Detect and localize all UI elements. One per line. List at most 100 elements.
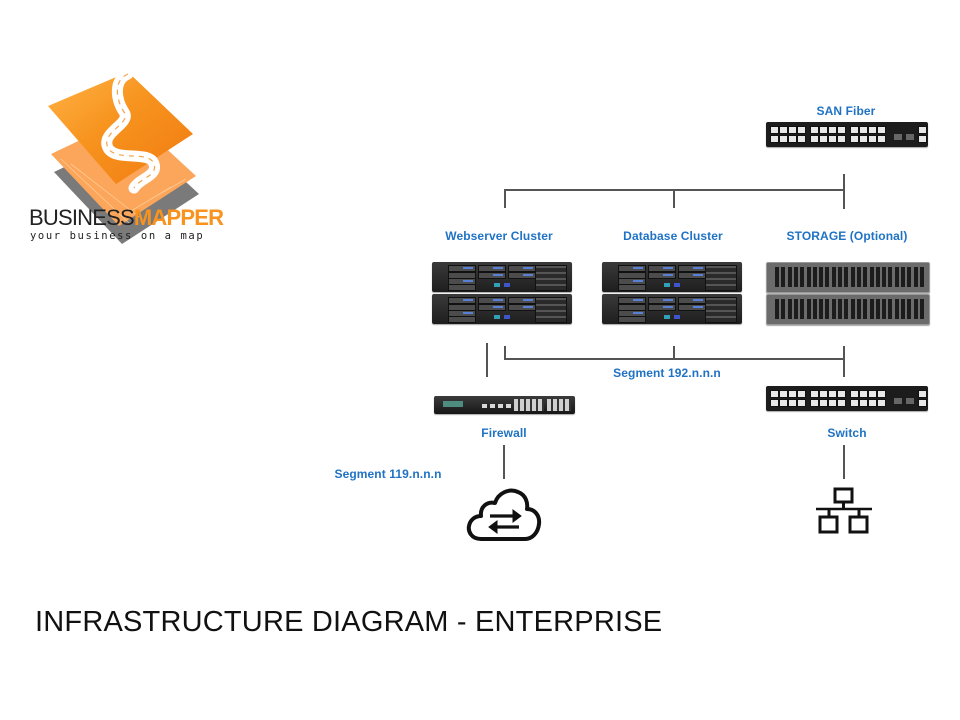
drive-bay xyxy=(478,304,506,311)
storage-drive xyxy=(882,299,887,319)
ethernet-port xyxy=(788,390,797,398)
drive-bay xyxy=(448,316,476,323)
storage-drive xyxy=(793,299,798,319)
ethernet-port xyxy=(868,399,877,407)
connector-san-database xyxy=(673,189,675,208)
drive-bay xyxy=(648,304,676,311)
storage-array-2-icon[interactable] xyxy=(766,294,930,325)
drive-bay xyxy=(678,304,706,311)
san-fiber-switch-icon[interactable] xyxy=(766,122,928,147)
storage-drive xyxy=(781,299,786,319)
storage-drive xyxy=(775,299,779,319)
ethernet-port xyxy=(837,399,846,407)
ethernet-port xyxy=(918,390,927,398)
brand-tagline: your business on a map xyxy=(30,230,205,242)
connector-database-segment xyxy=(673,346,675,360)
ethernet-port xyxy=(837,126,846,134)
ethernet-port xyxy=(788,126,797,134)
drive-bay xyxy=(678,297,706,304)
firewall-appliance-icon[interactable] xyxy=(434,396,575,414)
storage-drive xyxy=(793,267,798,287)
storage-drive xyxy=(919,267,924,287)
ethernet-port xyxy=(770,126,779,134)
connector-san-vertical xyxy=(843,174,845,209)
webserver-2-icon[interactable] xyxy=(432,294,572,324)
ethernet-port xyxy=(877,126,886,134)
ethernet-port xyxy=(779,390,788,398)
ethernet-port xyxy=(859,135,868,143)
storage-drive xyxy=(819,299,824,319)
ethernet-port xyxy=(770,390,779,398)
ethernet-port xyxy=(506,404,511,408)
ethernet-port xyxy=(498,404,503,408)
lan-network-icon[interactable] xyxy=(814,487,874,537)
firewall-label: Firewall xyxy=(481,426,527,440)
storage-drive xyxy=(856,267,861,287)
database-server-2-icon[interactable] xyxy=(602,294,742,324)
storage-drive xyxy=(838,267,842,287)
storage-drive xyxy=(838,299,842,319)
ethernet-port xyxy=(868,135,877,143)
cloud-transfer-icon[interactable] xyxy=(465,485,543,543)
webserver-cluster-label: Webserver Cluster xyxy=(445,229,553,243)
sfp-port xyxy=(894,398,902,404)
ethernet-port xyxy=(837,135,846,143)
connector-switch-lan xyxy=(843,445,845,479)
drive-bay xyxy=(678,265,706,272)
ethernet-port xyxy=(797,135,806,143)
database-cluster-label: Database Cluster xyxy=(623,229,723,243)
network-switch-icon[interactable] xyxy=(766,386,928,411)
drive-bay xyxy=(448,304,476,311)
storage-drive xyxy=(775,267,779,287)
connector-firewall-internet xyxy=(503,445,505,479)
storage-drive xyxy=(901,267,905,287)
drive-bay xyxy=(618,304,646,311)
ethernet-port xyxy=(868,126,877,134)
storage-drive xyxy=(856,299,861,319)
pci-grill xyxy=(535,297,567,323)
ethernet-port xyxy=(828,126,837,134)
ethernet-port xyxy=(482,404,487,408)
storage-drive xyxy=(850,267,855,287)
drive-bay xyxy=(648,297,676,304)
drive-bay xyxy=(508,265,536,272)
storage-drive xyxy=(875,299,880,319)
sfp-port xyxy=(906,134,914,140)
san-fiber-label: SAN Fiber xyxy=(816,104,876,118)
storage-drive xyxy=(875,267,880,287)
vga-port xyxy=(664,315,670,319)
ethernet-port xyxy=(837,390,846,398)
storage-array-1-icon[interactable] xyxy=(766,262,930,293)
ethernet-port xyxy=(828,399,837,407)
storage-drive xyxy=(787,299,792,319)
drive-bay xyxy=(448,265,476,272)
business-mapper-logo-icon xyxy=(48,68,199,244)
brand-name-part1: BUSINESS xyxy=(29,205,135,230)
sfp-port xyxy=(906,398,914,404)
sfp-bank xyxy=(514,399,544,411)
storage-drive xyxy=(869,267,874,287)
pci-grill xyxy=(705,297,737,323)
connector-san-webserver xyxy=(504,189,506,208)
database-server-1-icon[interactable] xyxy=(602,262,742,292)
drive-bay xyxy=(478,272,506,279)
segment-external-label: Segment 119.n.n.n xyxy=(334,467,442,481)
storage-drive xyxy=(913,299,918,319)
vga-port xyxy=(494,315,500,319)
pci-grill xyxy=(705,265,737,291)
drive-bay xyxy=(448,284,476,291)
sfp-bank xyxy=(547,399,571,411)
storage-drive xyxy=(907,267,912,287)
webserver-1-icon[interactable] xyxy=(432,262,572,292)
ethernet-port xyxy=(810,126,819,134)
connector-webserver-firewall xyxy=(486,343,488,377)
ethernet-port xyxy=(828,135,837,143)
storage-drive xyxy=(888,267,893,287)
storage-drive xyxy=(819,267,824,287)
ethernet-port xyxy=(779,135,788,143)
ethernet-port xyxy=(877,135,886,143)
drive-bay xyxy=(508,297,536,304)
ethernet-port xyxy=(770,399,779,407)
drive-bay xyxy=(478,297,506,304)
drive-bay xyxy=(618,284,646,291)
